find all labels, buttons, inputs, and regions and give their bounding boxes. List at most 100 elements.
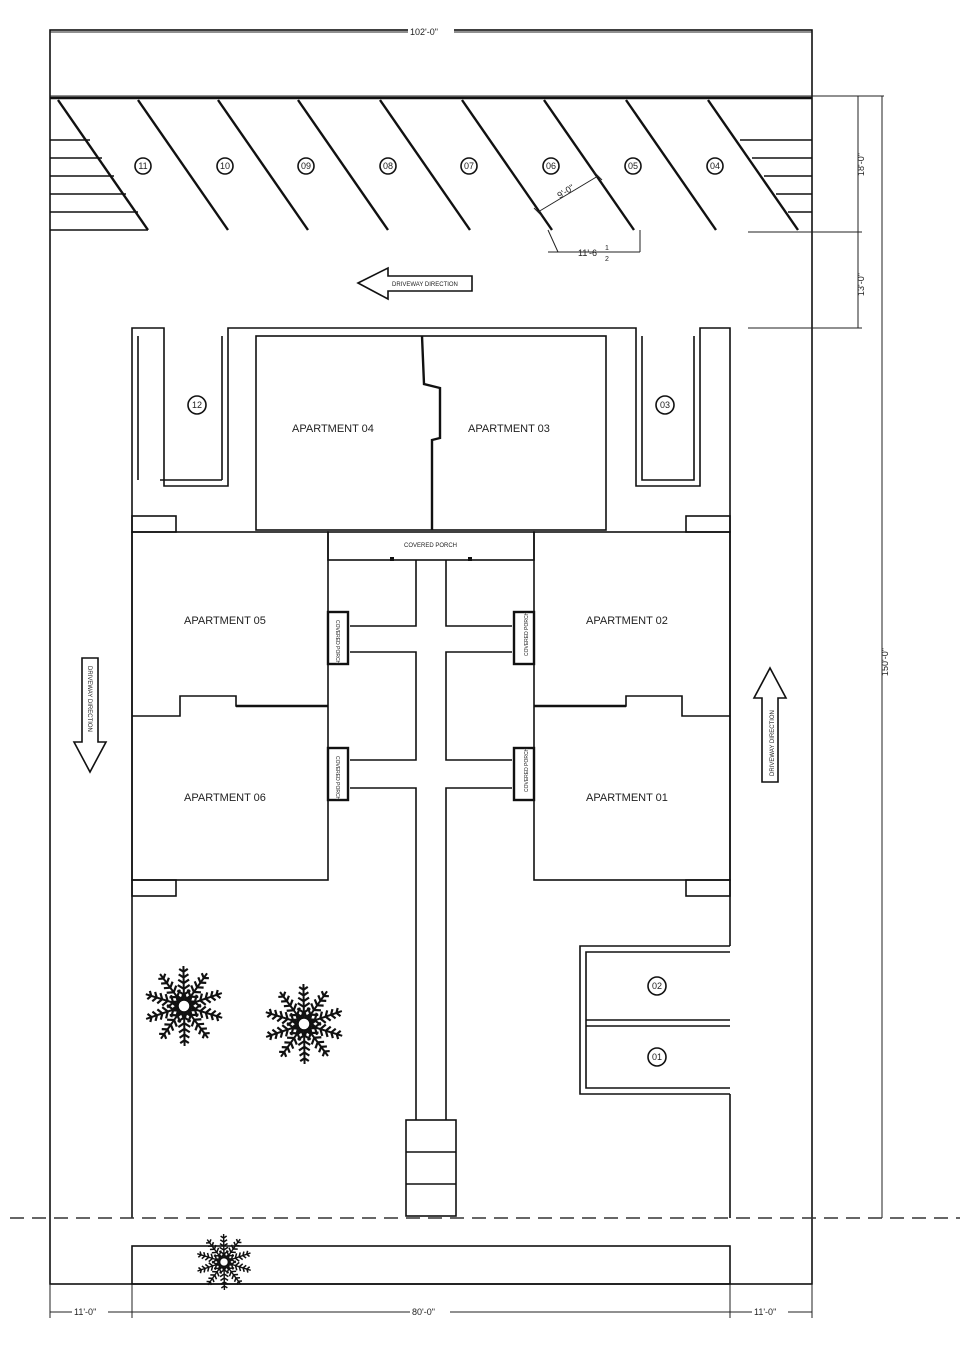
tree-leaf xyxy=(238,1266,242,1272)
tree-leaf xyxy=(149,1016,153,1023)
tree-leaf xyxy=(172,985,178,993)
tree-1 xyxy=(145,965,223,1047)
tree-leaf xyxy=(303,996,310,1003)
tree-leaf xyxy=(234,1261,240,1267)
tree-leaf xyxy=(210,1265,214,1271)
tree-leaf xyxy=(246,1253,251,1258)
tree-leaf xyxy=(190,1019,196,1027)
driveway-arrow-left: DRIVEWAY DIRECTION xyxy=(72,657,108,774)
tree-leaf xyxy=(223,1269,230,1274)
svg-text:COVERED PORCH: COVERED PORCH xyxy=(404,543,457,549)
tree-leaf xyxy=(238,1256,244,1261)
tree-leaf xyxy=(183,1016,192,1023)
tree-leaf xyxy=(190,985,195,993)
tree-leaf xyxy=(211,1278,215,1283)
tree-leaf xyxy=(165,977,170,984)
apartment-05-06-block: APARTMENT 05 APARTMENT 06 xyxy=(131,531,329,881)
parking-space-12: 12 xyxy=(187,395,207,415)
tree-leaf xyxy=(298,1045,305,1052)
svg-text:01: 01 xyxy=(652,1052,662,1062)
svg-text:10: 10 xyxy=(220,161,230,171)
stall-09: 09 xyxy=(297,157,315,175)
tree-leaf xyxy=(279,1031,284,1038)
tree-leaf xyxy=(205,1007,212,1014)
tree-leaf xyxy=(146,995,152,1001)
tree-leaf xyxy=(319,1017,327,1024)
right-dimensions: 18'-0" 13'-0" 150'-0" xyxy=(748,95,890,1218)
apartment-03-label: APARTMENT 03 xyxy=(468,423,550,435)
tree-leaf xyxy=(183,1033,190,1039)
apartment-02-label: APARTMENT 02 xyxy=(586,615,668,627)
tree-leaf xyxy=(303,1045,311,1052)
tree-leaf xyxy=(314,1019,322,1026)
tree-leaf xyxy=(228,1271,232,1277)
side-porch-05: COVERED PORCH xyxy=(326,610,350,666)
tree-leaf xyxy=(204,992,209,999)
tree-leaf xyxy=(215,989,219,996)
tree-leaf xyxy=(306,1007,312,1016)
side-porch-01: COVERED PORCH xyxy=(512,746,536,802)
bottom-dimensions: 11'-0" 80'-0" 11'-0" xyxy=(49,1284,813,1318)
tree-leaf xyxy=(298,986,305,991)
tree-leaf xyxy=(207,1266,210,1272)
tree-leaf xyxy=(286,1019,294,1027)
stall-10: 10 xyxy=(216,157,234,175)
tree-leaf xyxy=(242,1267,245,1273)
top-parking-row: 11 10 09 08 07 06 05 04 xyxy=(50,96,812,231)
tree-leaf xyxy=(330,1032,334,1039)
tree-leaf xyxy=(183,1027,191,1034)
tree-leaf xyxy=(317,994,322,1002)
apartment-02-01-block: APARTMENT 02 APARTMENT 01 xyxy=(533,531,731,881)
tree-leaf xyxy=(319,1028,324,1037)
tree-leaf xyxy=(201,1255,206,1260)
svg-text:05: 05 xyxy=(628,161,638,171)
stall-06: 06 xyxy=(542,157,560,175)
tree-leaf xyxy=(169,981,174,989)
tree-leaf xyxy=(148,990,153,997)
tree-leaf xyxy=(151,996,158,1003)
tree-leaf xyxy=(223,1285,228,1289)
svg-text:07: 07 xyxy=(464,161,474,171)
tree-leaf xyxy=(210,1014,214,1021)
driveway-arrow-top: DRIVEWAY DIRECTION xyxy=(356,266,473,301)
svg-text:11: 11 xyxy=(138,161,147,171)
top-dimension: 102'-0" xyxy=(50,26,812,38)
tree-leaf xyxy=(225,1250,230,1256)
side-porch-02: COVERED PORCH xyxy=(512,610,536,666)
svg-text:COVERED PORCH: COVERED PORCH xyxy=(524,611,530,656)
tree-leaf xyxy=(297,996,305,1003)
tree-leaf xyxy=(299,1057,306,1063)
tree-leaf xyxy=(318,1046,323,1053)
tree-leaf xyxy=(198,1028,203,1035)
svg-text:9'-0": 9'-0" xyxy=(555,182,575,200)
tree-leaf xyxy=(177,978,185,985)
parking-space-03: 03 xyxy=(655,395,675,415)
tree-leaf xyxy=(276,1026,284,1033)
tree-leaf xyxy=(303,1051,310,1057)
tree-leaf xyxy=(268,1008,273,1015)
tree-leaf xyxy=(319,1023,327,1030)
tree-leaf xyxy=(297,1040,305,1046)
tree-leaf xyxy=(298,991,305,997)
tree-leaf xyxy=(281,1024,289,1031)
tree-2 xyxy=(265,983,343,1065)
tree-leaf xyxy=(220,1285,225,1289)
tree-leaf xyxy=(204,1012,209,1020)
svg-text:DRIVEWAY DIRECTION: DRIVEWAY DIRECTION xyxy=(392,282,458,288)
tree-leaf xyxy=(274,1032,279,1040)
tree-leaf xyxy=(310,1031,319,1035)
tree-leaf xyxy=(182,973,190,979)
tree-leaf xyxy=(228,1247,232,1253)
svg-text:DRIVEWAY DIRECTION: DRIVEWAY DIRECTION xyxy=(86,666,92,732)
tree-leaf xyxy=(302,991,310,997)
tree-leaf xyxy=(178,1027,185,1034)
tree-leaf xyxy=(162,973,167,979)
svg-text:COVERED PORCH: COVERED PORCH xyxy=(524,747,530,792)
tree-leaf xyxy=(206,1252,210,1258)
tree-leaf xyxy=(219,1239,225,1243)
tree-leaf xyxy=(219,1246,225,1251)
stall-07: 07 xyxy=(460,157,478,175)
tree-leaf xyxy=(178,973,185,979)
tree-leaf xyxy=(246,1266,251,1270)
